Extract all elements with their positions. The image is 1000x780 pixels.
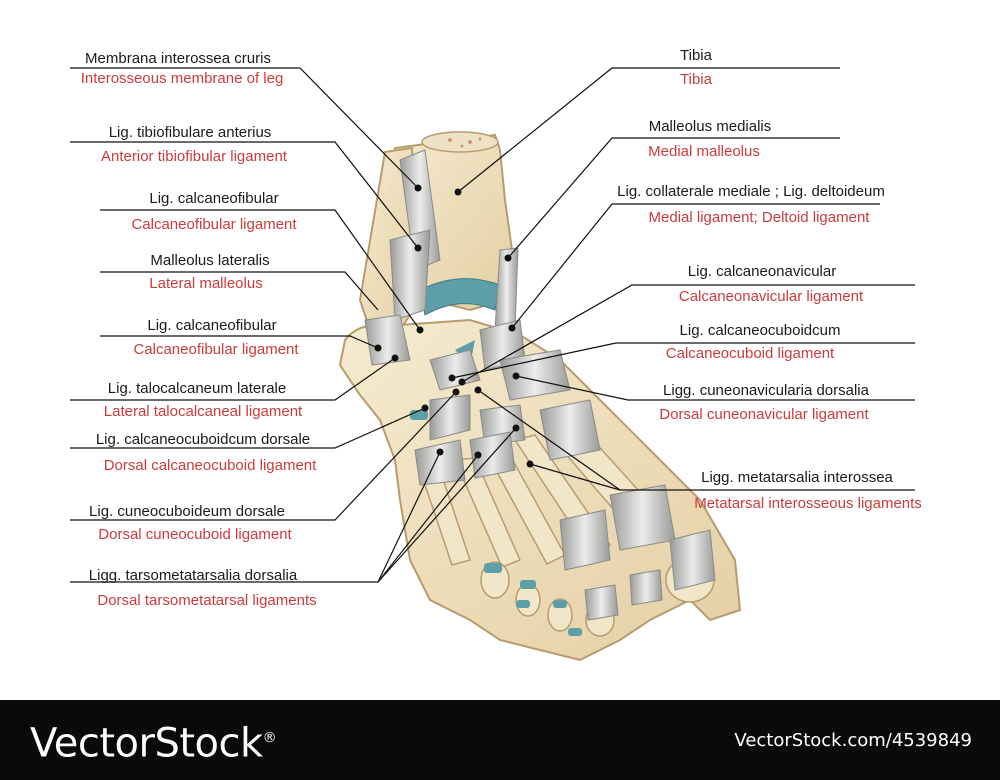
label-talocalcaneum-english: Lateral talocalcaneal ligament xyxy=(103,403,303,420)
label-metatarsal-english: Metatarsal interosseous ligaments xyxy=(694,495,922,512)
label-calcaneofibular2-latin: Lig. calcaneofibular xyxy=(147,317,277,334)
brand-logo: VectorStock® xyxy=(30,714,277,767)
label-malleolus-medialis-english: Medial malleolus xyxy=(648,143,760,160)
label-tarsometatarsal-latin: Ligg. tarsometatarsalia dorsalia xyxy=(88,567,298,584)
label-talocalcaneum-latin: Lig. talocalcaneum laterale xyxy=(107,380,287,397)
label-cuneonavicular-english: Dorsal cuneonavicular ligament xyxy=(659,406,869,423)
label-calcaneocuboid-dorsale-latin: Lig. calcaneocuboidcum dorsale xyxy=(95,431,311,448)
label-tibia-latin: Tibia xyxy=(680,47,712,64)
leader-lines xyxy=(70,67,915,583)
foot-ligaments-diagram xyxy=(70,67,915,662)
label-metatarsal-latin: Ligg. metatarsalia interossea xyxy=(701,469,893,486)
label-tibiofibulare-english: Anterior tibiofibular ligament xyxy=(101,148,287,165)
label-calcaneocuboid-dorsale-english: Dorsal calcaneocuboid ligament xyxy=(103,457,317,474)
label-deltoid-english: Medial ligament; Deltoid ligament xyxy=(648,209,870,226)
label-cuneonavicular-latin: Ligg. cuneonavicularia dorsalia xyxy=(663,382,869,399)
label-malleolus-lateralis-english: Lateral malleolus xyxy=(149,275,263,292)
label-malleolus-medialis-latin: Malleolus medialis xyxy=(648,118,772,135)
foot-illustration xyxy=(338,131,742,662)
label-cuneocuboid-latin: Lig. cuneocuboideum dorsale xyxy=(89,503,285,520)
label-calcaneofibular2-english: Calcaneofibular ligament xyxy=(133,341,299,358)
label-membrana-english: Interosseous membrane of leg xyxy=(80,70,284,87)
brand-name: VectorStock xyxy=(30,720,263,767)
leader-endpoints xyxy=(374,184,534,468)
tibia-cut-surface xyxy=(421,131,499,153)
label-tibiofibulare-latin: Lig. tibiofibulare anterius xyxy=(108,124,272,141)
label-calcaneocuboid-latin: Lig. calcaneocuboidcum xyxy=(679,322,841,339)
label-cuneocuboid-english: Dorsal cuneocuboid ligament xyxy=(98,526,292,543)
image-id: VectorStock.com/4539849 xyxy=(734,730,972,751)
label-tibia-english: Tibia xyxy=(680,71,712,88)
watermark-footer: VectorStock® VectorStock.com/4539849 xyxy=(0,700,1000,780)
label-calcaneofibular-english: Calcaneofibular ligament xyxy=(131,216,297,233)
label-tarsometatarsal-english: Dorsal tarsometatarsal ligaments xyxy=(97,592,317,609)
label-malleolus-lateralis-latin: Malleolus lateralis xyxy=(150,252,270,269)
label-deltoid-latin: Lig. collaterale mediale ; Lig. deltoide… xyxy=(617,183,885,200)
label-membrana-latin: Membrana interossea cruris xyxy=(85,50,271,67)
label-calcaneonavicular-latin: Lig. calcaneonavicular xyxy=(687,263,837,280)
brand-registered-mark: ® xyxy=(262,730,277,746)
label-calcaneofibular-latin: Lig. calcaneofibular xyxy=(149,190,279,207)
label-calcaneocuboid-english: Calcaneocuboid ligament xyxy=(665,345,835,362)
label-calcaneonavicular-english: Calcaneonavicular ligament xyxy=(678,288,864,305)
